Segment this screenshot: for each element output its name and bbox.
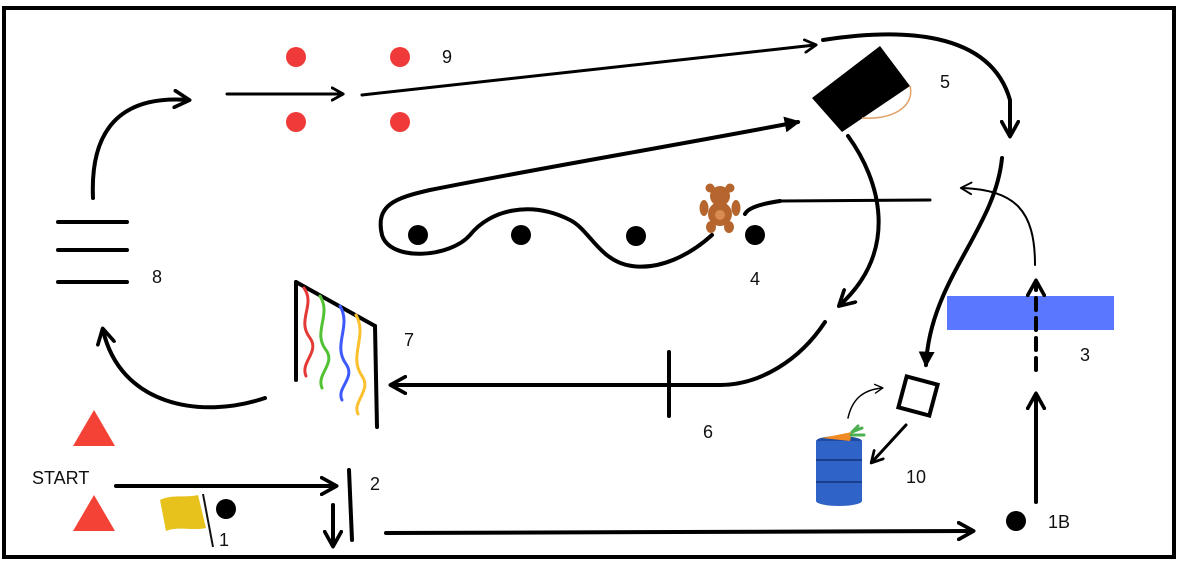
station-1-label: 1 <box>219 530 229 550</box>
arrow-8-to-9 <box>90 100 188 200</box>
arrow-water-to-4 <box>959 181 1036 266</box>
weave-pole-dot <box>745 225 765 245</box>
station-1b-dot <box>1006 511 1026 531</box>
weave-pole-dot <box>408 225 428 245</box>
barrel-icon <box>816 436 862 506</box>
station-9-dot <box>286 112 306 132</box>
station-9-dot <box>390 47 410 67</box>
station-10-label: 10 <box>906 467 926 487</box>
arrow-down-to-10 <box>918 156 1004 368</box>
tunnel-icon <box>812 46 910 132</box>
start-label: START <box>32 468 89 488</box>
station-1b-label: 1B <box>1048 512 1070 532</box>
hurdle-bars-icon <box>56 220 129 284</box>
arrow-7-to-8 <box>103 330 267 410</box>
streamer-curtain-icon <box>294 280 379 429</box>
station-5-label: 5 <box>940 72 950 92</box>
station-6-label: 6 <box>703 422 713 442</box>
arrow-to-1b <box>384 531 972 533</box>
station-4-entry-line <box>778 198 932 203</box>
station-9-label: 9 <box>442 47 452 67</box>
station-3-label: 3 <box>1080 345 1090 365</box>
arrow-top-into-5 <box>821 32 1010 135</box>
cone-icon <box>73 495 115 531</box>
station-1-dot <box>216 499 236 519</box>
station-8-label: 8 <box>152 267 162 287</box>
station-2-pole <box>347 468 354 542</box>
station-2-label: 2 <box>370 474 380 494</box>
station-10-box <box>895 373 941 419</box>
station-4-label: 4 <box>750 269 760 289</box>
flag-icon <box>160 493 214 548</box>
teddy-bear-icon <box>699 183 741 233</box>
arrow-9-to-5 <box>360 45 815 97</box>
path-to-6 <box>718 320 827 387</box>
weave-pole-dot <box>626 226 646 246</box>
station-9-dot <box>390 112 410 132</box>
diagram-frame <box>2 6 1176 559</box>
carrot-icon <box>822 424 866 441</box>
station-7-label: 7 <box>404 330 414 350</box>
weave-path <box>378 122 798 269</box>
arrow-box-to-barrel <box>872 423 908 462</box>
cone-icon <box>73 410 115 446</box>
arrow-5-to-6 <box>840 134 881 305</box>
weave-pole-dot <box>511 225 531 245</box>
tunnel-opening-arc <box>861 85 912 119</box>
small-arrow-barrel-to-box <box>847 383 884 419</box>
water-strip <box>947 296 1114 330</box>
station-9-dot <box>286 47 306 67</box>
